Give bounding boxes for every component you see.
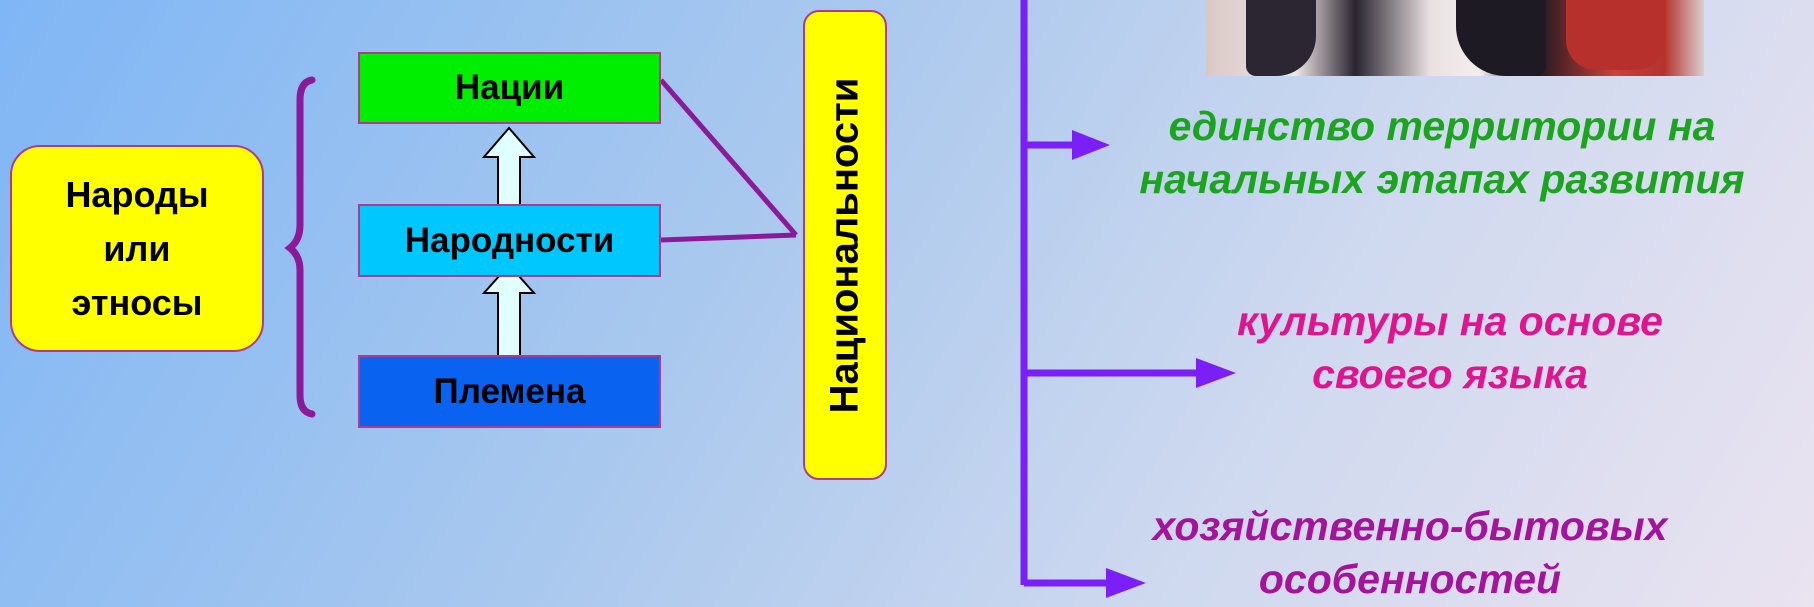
arrow-up-to-nations bbox=[481, 126, 537, 216]
feature-culture: культуры на основе своего языка bbox=[1237, 298, 1663, 397]
arrow-up-to-narodnosti bbox=[481, 263, 537, 366]
arrowhead-economy bbox=[1106, 568, 1146, 598]
nations-box: Нации bbox=[358, 52, 661, 124]
peoples-box: Народы или этносы bbox=[10, 145, 264, 352]
people-photo bbox=[1206, 0, 1704, 76]
connector-narodnosti bbox=[660, 232, 797, 243]
feature-economy: хозяйственно-бытовых особенностей bbox=[1152, 503, 1668, 602]
curly-brace bbox=[284, 76, 316, 418]
feature-territory: единство территории на начальных этапах … bbox=[1139, 103, 1745, 202]
nationalities-box: Национальности bbox=[803, 10, 887, 480]
narodnosti-box: Народности bbox=[358, 204, 661, 277]
tribes-box: Племена bbox=[358, 355, 661, 428]
nationalities-label: Национальности bbox=[822, 77, 867, 413]
arrowhead-territory bbox=[1072, 130, 1110, 160]
connector-nations bbox=[659, 78, 798, 237]
arrowhead-culture bbox=[1196, 358, 1236, 388]
